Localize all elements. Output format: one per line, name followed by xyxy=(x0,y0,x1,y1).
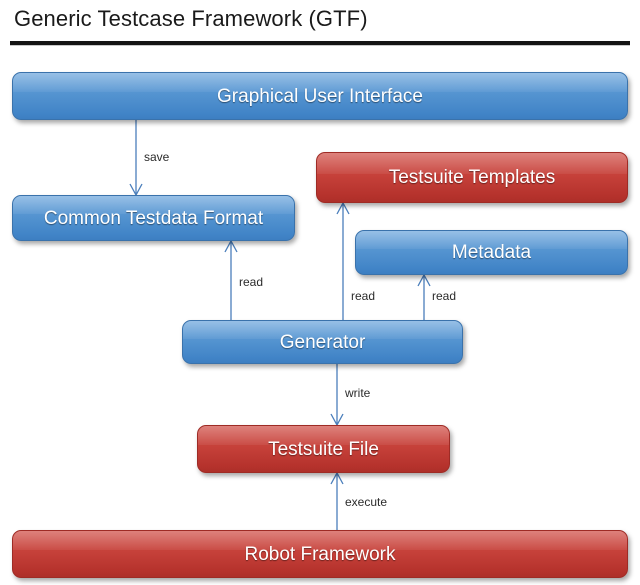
edge-label-save: save xyxy=(144,150,170,164)
edge-label-read-ctf: read xyxy=(239,275,264,289)
node-label: Robot Framework xyxy=(244,543,396,565)
edge-read-ctf xyxy=(224,239,238,320)
node-robot-framework[interactable]: Robot Framework xyxy=(12,530,628,578)
edge-execute xyxy=(330,471,344,530)
page-title: Generic Testcase Framework (GTF) xyxy=(14,6,368,31)
node-label: Generator xyxy=(279,331,366,353)
node-testsuite-templates[interactable]: Testsuite Templates xyxy=(316,152,628,203)
node-label: Graphical User Interface xyxy=(217,85,423,107)
node-common-testdata-format[interactable]: Common Testdata Format xyxy=(12,195,295,241)
node-testsuite-file[interactable]: Testsuite File xyxy=(197,425,450,473)
node-label: Common Testdata Format xyxy=(43,207,264,229)
edge-read-metadata xyxy=(417,273,431,320)
edge-save xyxy=(129,120,143,197)
node-metadata[interactable]: Metadata xyxy=(355,230,628,275)
title-divider xyxy=(10,41,630,45)
node-label: Metadata xyxy=(451,242,532,263)
edge-label-read-metadata: read xyxy=(432,289,457,303)
edge-label-write: write xyxy=(345,386,371,400)
edge-label-read-templates: read xyxy=(351,289,376,303)
node-label: Testsuite File xyxy=(268,438,379,460)
title-divider-shadow xyxy=(10,45,630,46)
edge-write xyxy=(330,364,344,427)
node-generator[interactable]: Generator xyxy=(182,320,463,364)
node-label: Testsuite Templates xyxy=(388,167,556,188)
node-graphical-user-interface[interactable]: Graphical User Interface xyxy=(12,72,628,120)
edge-label-execute: execute xyxy=(345,495,388,509)
edge-read-templates xyxy=(336,201,350,320)
